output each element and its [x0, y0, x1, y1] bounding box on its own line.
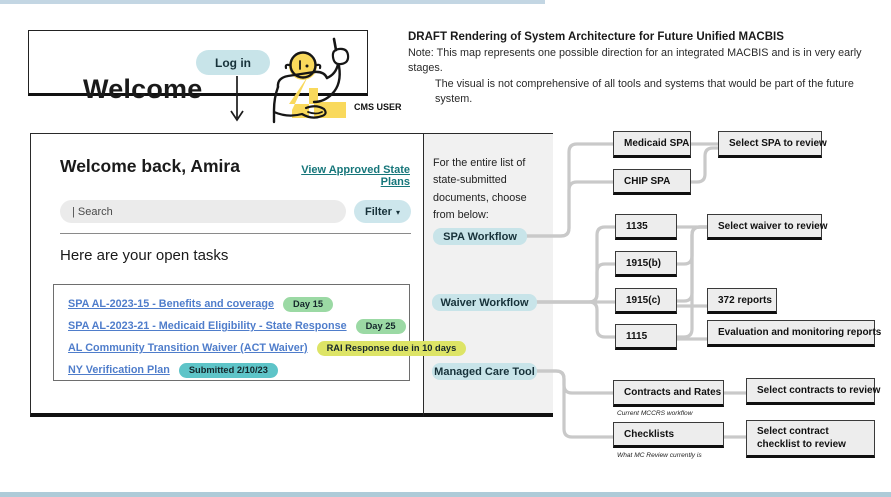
task-link-ny-verification-plan[interactable]: NY Verification Plan [68, 364, 170, 376]
canvas-top-edge [0, 0, 545, 4]
view-approved-state-plans-link[interactable]: View Approved State Plans [301, 164, 410, 188]
node-evaluation-monitoring-reports[interactable]: Evaluation and monitoring reports [707, 320, 881, 347]
node-1135[interactable]: 1135 [615, 214, 677, 240]
task-row: NY Verification Plan Submitted 2/10/23 [68, 362, 409, 378]
task-status-badge: Day 25 [355, 318, 406, 334]
node-select-contracts-to-review[interactable]: Select contracts to review [746, 378, 880, 405]
task-status-badge: Submitted 2/10/23 [178, 362, 278, 378]
task-row: SPA AL-2023-15 - Benefits and coverage D… [68, 296, 409, 312]
node-chip-spa[interactable]: CHIP SPA [613, 169, 691, 195]
task-link-spa-al-2023-15[interactable]: SPA AL-2023-15 - Benefits and coverage [68, 298, 275, 310]
search-input[interactable] [60, 200, 346, 223]
draft-note-line2: The visual is not comprehensive of all t… [435, 77, 854, 105]
log-in-button[interactable]: Log in [196, 50, 270, 75]
node-1915c[interactable]: 1915(c) [615, 288, 677, 314]
node-1915b[interactable]: 1915(b) [615, 251, 677, 277]
welcome-title: Welcome [83, 74, 203, 104]
draft-note-title: DRAFT Rendering of System Architecture f… [408, 31, 784, 43]
section-divider [60, 233, 411, 234]
task-status-badge: Day 15 [283, 296, 333, 312]
task-link-act-waiver[interactable]: AL Community Transition Waiver (ACT Waiv… [68, 342, 308, 354]
draft-note-line1: Note: This map represents one possible d… [408, 47, 862, 75]
dashboard-greeting: Welcome back, Amira [60, 156, 240, 176]
draft-note: DRAFT Rendering of System Architecture f… [408, 31, 883, 107]
node-select-contract-checklist[interactable]: Select contract checklist to review [746, 420, 875, 458]
node-select-waiver-to-review[interactable]: Select waiver to review [707, 214, 828, 240]
checklists-caption: What MC Review currently is [617, 452, 702, 459]
task-link-spa-al-2023-21[interactable]: SPA AL-2023-21 - Medicaid Eligibility - … [68, 320, 347, 332]
node-1115[interactable]: 1115 [615, 324, 677, 350]
waiver-workflow-button[interactable]: Waiver Workflow [432, 294, 537, 311]
node-372-reports[interactable]: 372 reports [707, 288, 777, 314]
cms-user-label: CMS USER [354, 102, 402, 112]
task-status-badge: RAI Response due in 10 days [316, 340, 467, 356]
spa-workflow-button[interactable]: SPA Workflow [433, 228, 527, 245]
node-medicaid-spa[interactable]: Medicaid SPA [613, 131, 691, 158]
caret-down-icon: ▾ [395, 208, 400, 217]
task-row: SPA AL-2023-21 - Medicaid Eligibility - … [68, 318, 409, 334]
contracts-caption: Current MCCRS workflow [617, 410, 693, 417]
node-contracts-and-rates[interactable]: Contracts and Rates [613, 380, 724, 407]
selector-intro-text: For the entire list of state-submitted d… [433, 157, 527, 222]
open-tasks-heading: Here are your open tasks [60, 247, 229, 264]
task-row: AL Community Transition Waiver (ACT Waiv… [68, 340, 467, 356]
canvas-bottom-edge [0, 492, 891, 497]
node-select-spa-to-review[interactable]: Select SPA to review [718, 131, 827, 158]
open-tasks-list: SPA AL-2023-15 - Benefits and coverage D… [53, 284, 467, 381]
filter-button[interactable]: Filter ▾ [354, 200, 411, 223]
node-checklists[interactable]: Checklists [613, 422, 724, 448]
filter-button-label: Filter [365, 205, 392, 218]
managed-care-tool-button[interactable]: Managed Care Tool [432, 363, 537, 380]
